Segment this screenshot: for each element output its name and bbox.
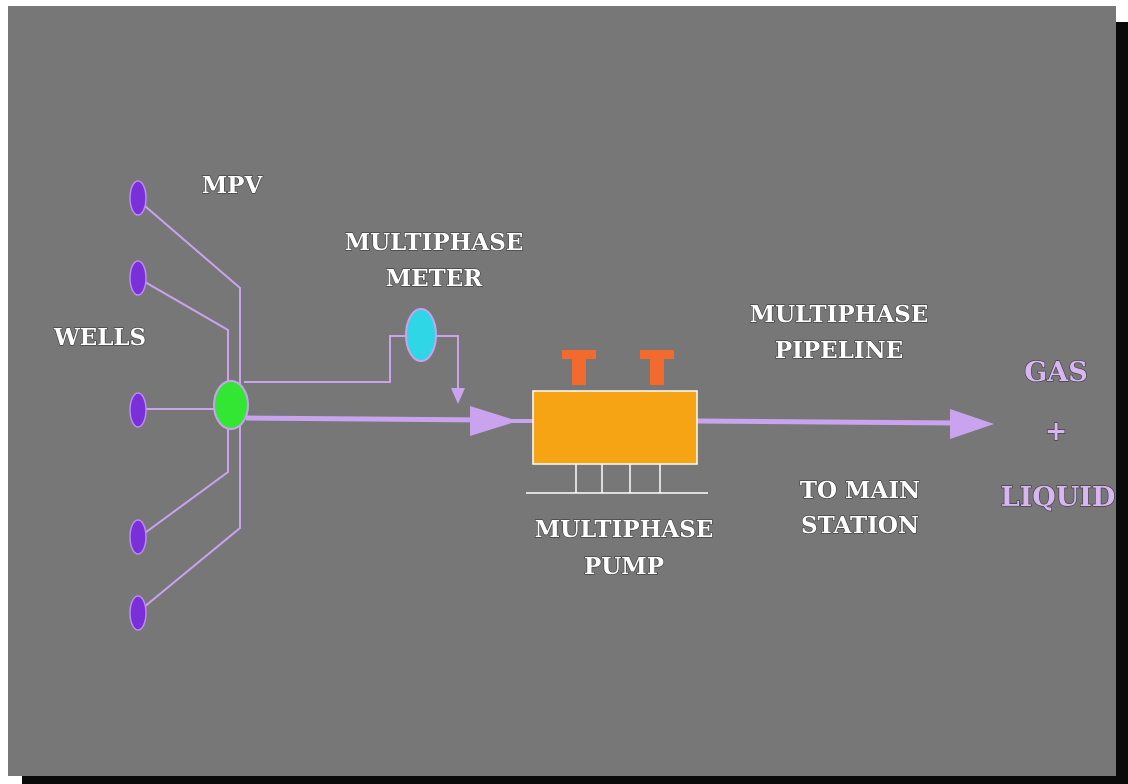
well-marker-icon (129, 595, 147, 631)
station-label-line1: TO MAIN (800, 477, 920, 504)
multiphase-pump-icon (532, 390, 698, 465)
well-marker-icon (129, 260, 147, 296)
mpv-valve-icon (213, 380, 249, 430)
station-label-line2: STATION (801, 512, 919, 539)
pump-valve-left-stem (572, 359, 586, 385)
multiphase-meter-icon (405, 308, 437, 362)
meter-label-line1: MULTIPHASE (345, 229, 524, 256)
mpv-label: MPV (202, 172, 264, 199)
pump-valves (562, 350, 674, 385)
pipeline-label-line1: MULTIPHASE (750, 301, 929, 328)
multiphase-pipeline-out-arrowhead (950, 409, 994, 439)
pump-label-line1: MULTIPHASE (535, 516, 714, 543)
well-marker-icon (129, 519, 147, 555)
pump-valve-right-stem (650, 359, 664, 385)
output-gas-label: GAS (1024, 357, 1088, 388)
wells-label: WELLS (53, 324, 146, 351)
main-pipeline-in (245, 415, 487, 423)
meter-label-line2: METER (386, 265, 484, 292)
pump-base (526, 464, 708, 494)
main-pipeline-in-arrowhead (470, 406, 518, 436)
meter-bypass-line (244, 335, 459, 392)
pipeline-label-line2: PIPELINE (775, 337, 903, 364)
output-plus-label: + (1045, 416, 1068, 447)
output-liquid-label: LIQUID (1001, 482, 1116, 513)
well-marker-icon (129, 392, 147, 428)
pump-label-line2: PUMP (584, 553, 664, 580)
pump-valve-left-icon (562, 350, 596, 359)
meter-return-arrowhead (451, 388, 465, 404)
wells-group (129, 180, 147, 631)
pump-valve-right-icon (640, 350, 674, 359)
well-marker-icon (129, 180, 147, 216)
multiphase-pipeline-out (696, 418, 963, 426)
